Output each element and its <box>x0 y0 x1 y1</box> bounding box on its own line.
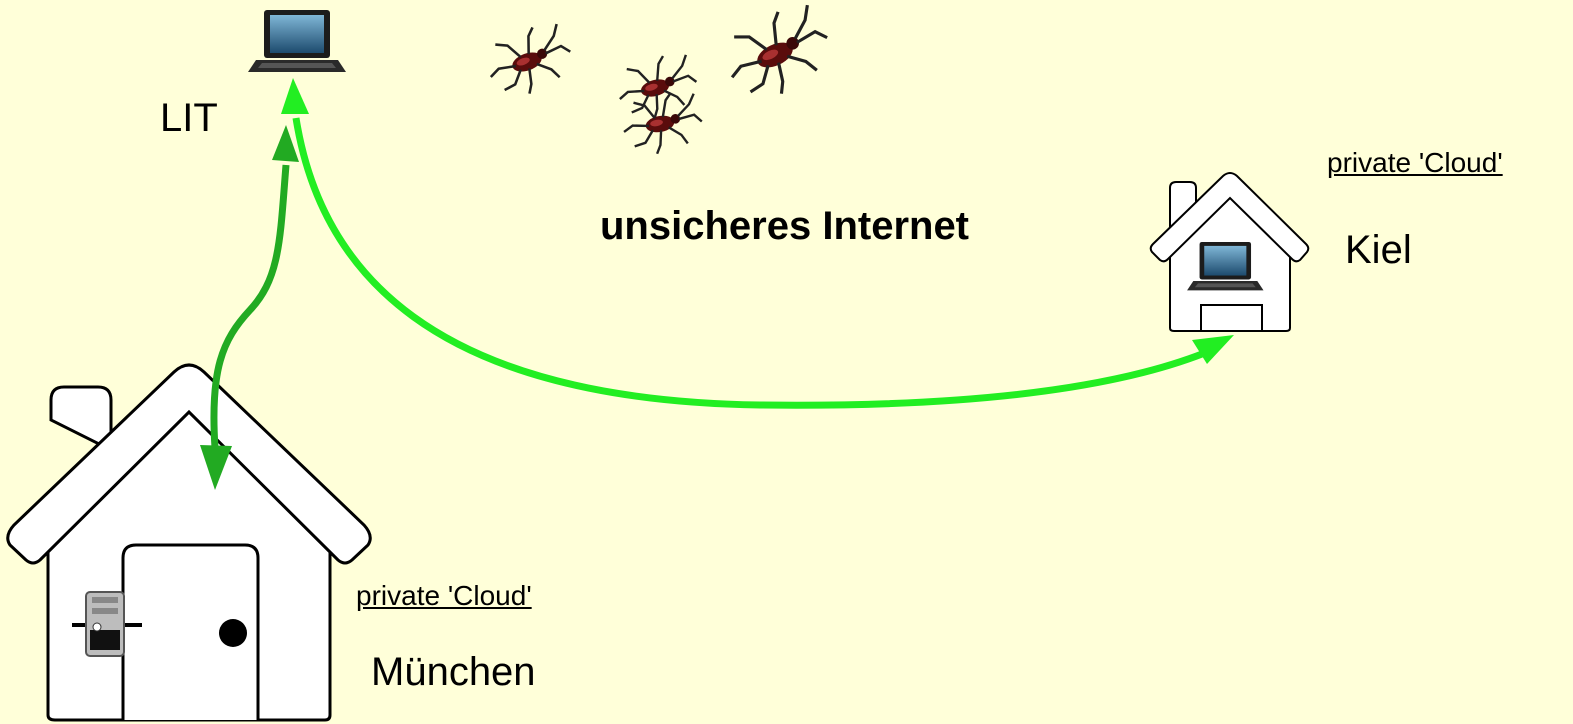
bug-icon-1 <box>478 16 581 106</box>
bug-icon-3 <box>617 87 708 160</box>
house-icon-muenchen <box>6 363 372 722</box>
laptop-icon-lit <box>248 10 346 72</box>
server-icon <box>72 591 142 657</box>
label-kiel: Kiel <box>1345 228 1412 272</box>
label-private-cloud-muenchen: private 'Cloud' <box>356 580 532 611</box>
bug-icon-4 <box>713 0 843 112</box>
label-lit: LIT <box>160 96 218 140</box>
connection-lit-kiel <box>281 78 1234 409</box>
connection-muenchen-lit <box>200 125 299 490</box>
label-internet: unsicheres Internet <box>600 204 970 248</box>
label-muenchen: München <box>371 650 536 694</box>
bug-icon-2 <box>610 48 704 127</box>
label-private-cloud-kiel: private 'Cloud' <box>1327 147 1503 178</box>
